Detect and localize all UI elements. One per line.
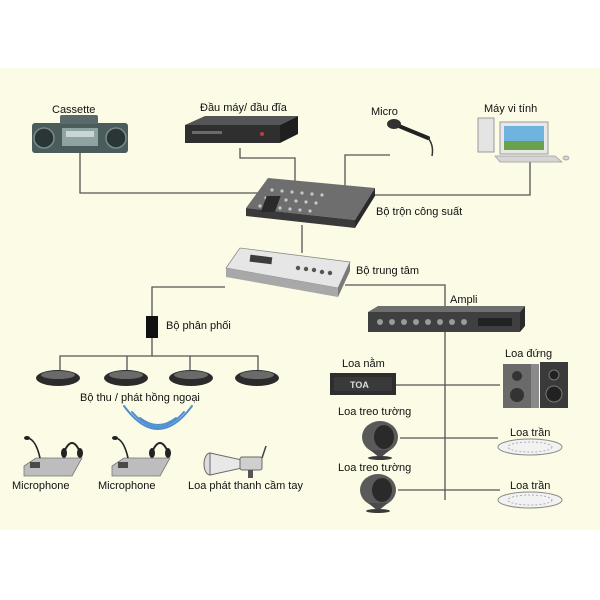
ir-transceivers <box>36 370 279 386</box>
megaphone-device <box>203 445 267 478</box>
label-loa-treo-tuong-1: Loa treo tường <box>338 406 412 418</box>
ceiling-speaker-2 <box>497 491 563 509</box>
microphone-station-2 <box>111 436 171 477</box>
label-loa-phat-thanh-cam-tay: Loa phát thanh cầm tay <box>188 480 303 492</box>
label-loa-tran-2: Loa trần <box>510 480 551 492</box>
ceiling-speaker-1 <box>497 438 563 456</box>
disc-player-device <box>185 116 298 143</box>
label-bo-thu-phat-hong-ngoai: Bộ thu / phát hồng ngoại <box>80 392 200 404</box>
label-ampli: Ampli <box>450 294 478 306</box>
ir-transceiver-1 <box>36 370 80 386</box>
line-cassette-mixer <box>79 152 270 194</box>
label-bo-phan-phoi: Bộ phân phối <box>166 320 231 332</box>
ampli-device <box>368 306 525 332</box>
line-micro-mixer <box>344 154 390 188</box>
label-loa-treo-tuong-2: Loa treo tường <box>338 462 412 474</box>
toa-brand-label: TOA <box>350 380 369 390</box>
connection-lines <box>59 148 531 500</box>
label-cassette: Cassette <box>52 104 96 116</box>
label-dau-may-dau-dia: Đầu máy/ đầu đĩa <box>200 102 287 114</box>
wall-speaker-2 <box>360 474 396 513</box>
label-loa-tran-1: Loa trần <box>510 427 551 439</box>
ir-transceiver-4 <box>235 370 279 386</box>
label-may-vi-tinh: Máy vi tính <box>484 103 538 115</box>
line-computer-mixer <box>375 162 531 196</box>
wall-speaker-1 <box>362 421 398 460</box>
cassette-device <box>32 115 128 153</box>
line-dist-right <box>152 355 259 370</box>
label-micro: Micro <box>371 106 398 118</box>
label-loa-nam: Loa nằm <box>342 358 385 370</box>
loa-nam-device <box>330 373 396 395</box>
ir-transceiver-2 <box>104 370 148 386</box>
distributor-device <box>146 316 158 338</box>
micro-device <box>387 119 434 157</box>
loa-dung-device <box>503 362 568 408</box>
label-loa-dung: Loa đứng <box>505 348 553 360</box>
wireless-signal-icon <box>123 405 193 430</box>
mixer-device <box>246 178 375 228</box>
ir-transceiver-3 <box>169 370 213 386</box>
computer-device <box>477 117 570 163</box>
line-central-ampli <box>345 284 446 308</box>
label-microphone-2: Microphone <box>98 480 156 492</box>
label-bo-trung-tam: Bộ trung tâm <box>356 265 419 277</box>
label-bo-tron-cong-suat: Bộ trộn công suất <box>376 206 463 218</box>
line-dist-left <box>59 340 153 370</box>
label-microphone-1: Microphone <box>12 480 70 492</box>
central-unit-device <box>225 247 351 297</box>
line-central-distributor <box>151 286 225 340</box>
line-player-mixer <box>239 148 296 182</box>
microphone-station-1 <box>23 436 83 477</box>
